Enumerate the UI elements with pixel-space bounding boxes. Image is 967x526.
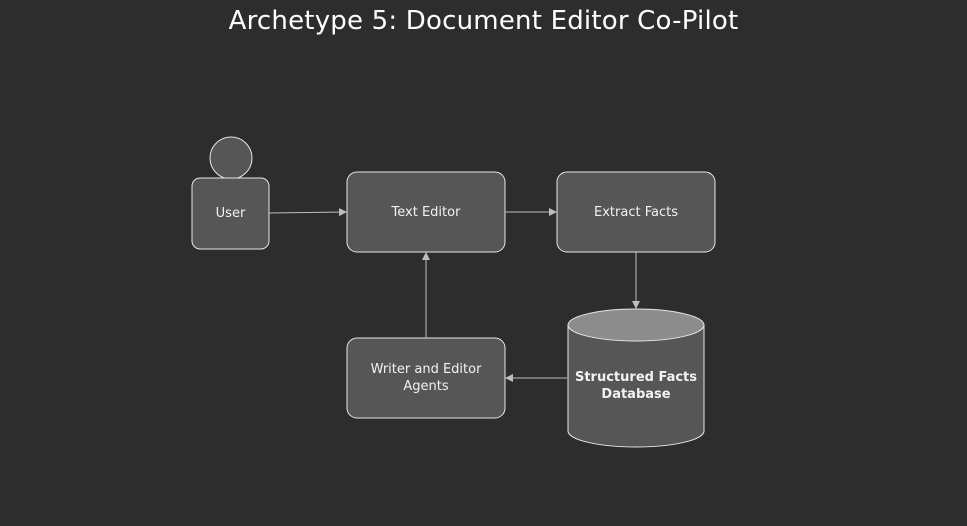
arrow-user-to-text-editor <box>268 208 347 217</box>
user-label: User <box>215 206 246 221</box>
database-cylinder <box>567 308 705 448</box>
text-editor-label: Text Editor <box>391 204 461 220</box>
extract-facts-label: Extract Facts <box>594 204 678 220</box>
database-label: Structured Facts Database <box>574 370 698 402</box>
agents-label: Writer and Editor Agents <box>370 362 482 394</box>
user-head-shape <box>209 136 253 180</box>
user-body-shape <box>191 177 270 250</box>
diagram-title: Archetype 5: Document Editor Co-Pilot <box>228 6 739 36</box>
